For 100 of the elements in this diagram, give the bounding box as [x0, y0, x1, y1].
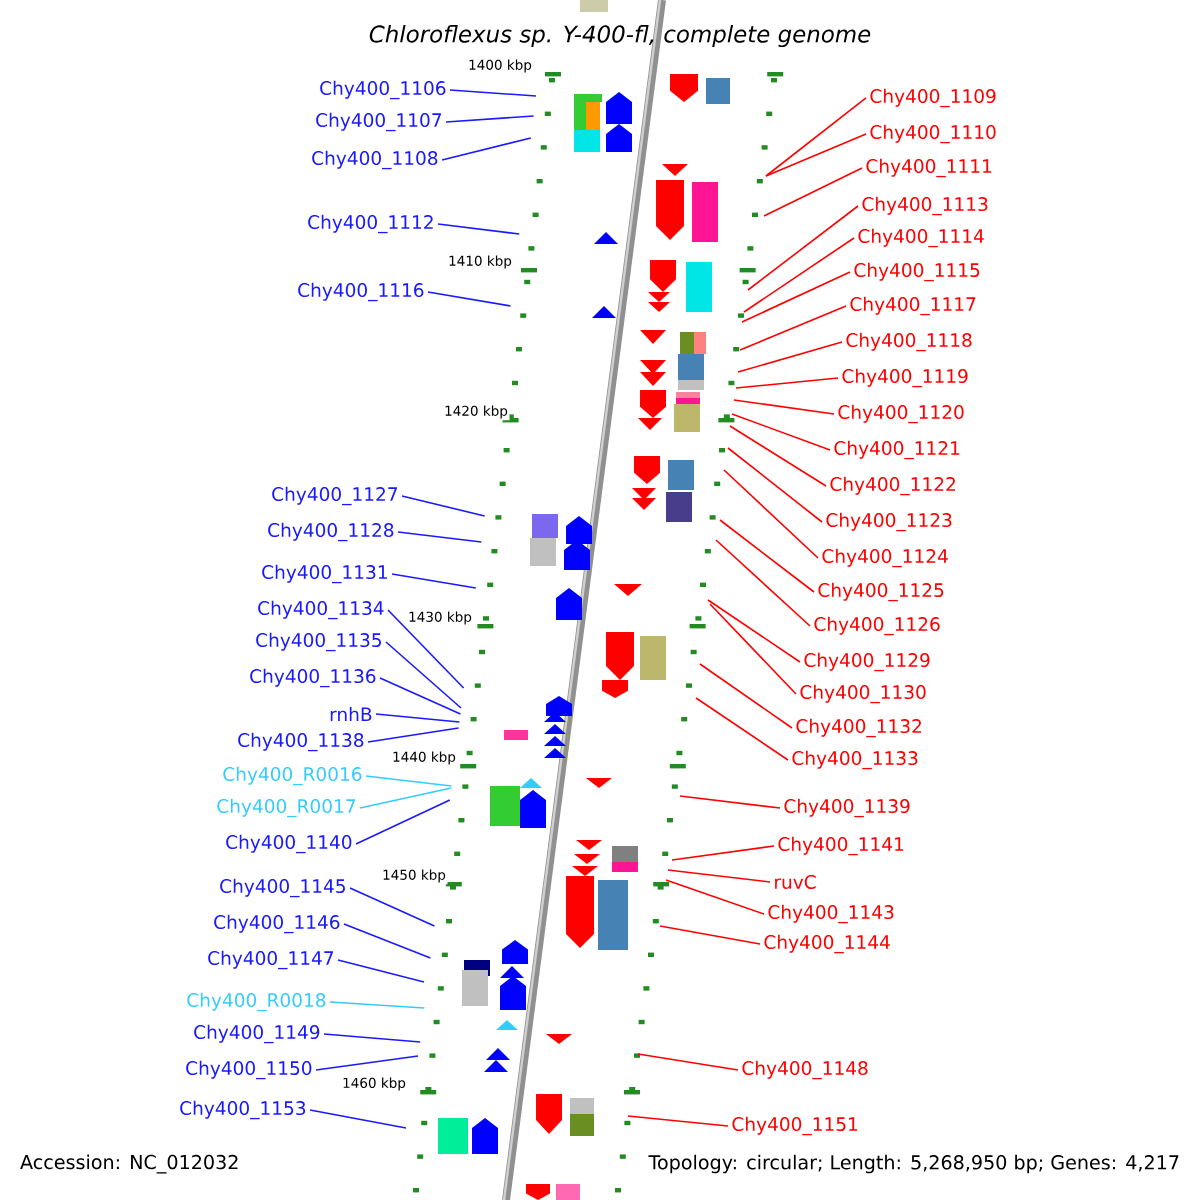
gene-label: Chy400_1136 [250, 668, 376, 688]
leader-line [747, 205, 859, 291]
leader-line [359, 787, 452, 809]
gene-label: Chy400_1133 [792, 750, 918, 770]
leader-line [665, 879, 765, 915]
leader-line [387, 609, 465, 689]
gene-label: Chy400_1118 [846, 332, 972, 352]
leader-line [401, 495, 486, 517]
gene-label: Chy400_1138 [238, 732, 364, 752]
leader-line [397, 531, 483, 543]
leader-line [323, 1033, 421, 1043]
leader-line [349, 887, 436, 927]
gene-label: Chy400_1108 [312, 150, 438, 170]
leader-line [365, 775, 453, 787]
gene-label: Chy400_1143 [768, 904, 894, 924]
leader-line [723, 469, 819, 559]
gene-label: Chy400_1124 [822, 548, 948, 568]
gene-label: Chy400_1111 [866, 158, 992, 178]
gene-label: Chy400_1128 [268, 522, 394, 542]
gene-label: Chy400_1113 [862, 196, 988, 216]
gene-label: Chy400_R0016 [223, 766, 362, 786]
gene-label: Chy400_1147 [208, 950, 333, 970]
gene-label: Chy400_1139 [784, 798, 910, 818]
leader-line [445, 115, 535, 123]
leader-line [379, 677, 462, 715]
gene-label: Chy400_R0017 [217, 798, 355, 818]
gene-label: rnhB [330, 706, 372, 722]
gene-label: Chy400_1129 [804, 652, 930, 672]
leader-line [441, 137, 532, 161]
leader-line [671, 845, 775, 861]
title: Chloroflexus sp. Y-400-fl, complete genome [369, 24, 871, 48]
gene-label: Chy400_1112 [308, 214, 433, 234]
gene-label: Chy400_1116 [298, 282, 424, 302]
leader-line [727, 447, 823, 523]
gene-label: Chy400_1126 [814, 616, 940, 636]
gene-label: Chy400_1131 [262, 564, 387, 584]
leader-line [343, 923, 432, 959]
gene-label: Chy400_1115 [854, 262, 980, 282]
gene-label: Chy400_1132 [796, 718, 921, 738]
leader-line [329, 1001, 425, 1009]
gene-label: Chy400_1149 [194, 1024, 320, 1044]
leader-line [437, 223, 520, 235]
gene-label: Chy400_1153 [180, 1100, 306, 1120]
leader-line [765, 133, 867, 177]
leader-line [375, 713, 461, 723]
leader-line [707, 599, 801, 663]
leader-line [367, 727, 460, 743]
leader-line [729, 425, 827, 487]
leader-line [309, 1109, 407, 1129]
leader-line [735, 377, 839, 389]
leader-line [659, 925, 761, 945]
leader-line [731, 413, 831, 451]
gene-label: Chy400_1145 [220, 878, 345, 898]
genome-info: Accession: NC_012032 [18, 1152, 242, 1176]
gene-label: Chy400_1106 [320, 80, 446, 100]
gene-label: Chy400_1122 [830, 476, 955, 496]
leader-line [699, 663, 793, 729]
gene-label: Chy400_R0018 [187, 992, 326, 1012]
gene-label: Chy400_1110 [870, 124, 996, 144]
leader-line [709, 603, 797, 695]
gene-label: Chy400_1150 [186, 1060, 312, 1080]
leader-line [355, 799, 451, 845]
gene-label: Chy400_1119 [842, 368, 968, 388]
gene-label: Chy400_1141 [778, 836, 904, 856]
gene-label: Chy400_1130 [800, 684, 926, 704]
leader-line [627, 1115, 729, 1127]
leader-line [695, 697, 789, 761]
genome-info: Topology: circular; Length: 5,268,950 bp; Genes: 4,217 [646, 1153, 1182, 1175]
leader-line [667, 869, 771, 883]
gene-label: Chy400_1109 [870, 88, 996, 108]
gene-label: ruvC [775, 875, 816, 889]
gene-label: Chy400_1120 [838, 404, 964, 424]
leader-line [765, 97, 867, 177]
leader-line [741, 271, 851, 323]
gene-label: Chy400_1121 [834, 440, 960, 460]
gene-label: Chy400_1146 [214, 914, 340, 934]
leader-line [719, 519, 815, 593]
leader-line [637, 1053, 739, 1071]
gene-label: Chy400_1135 [256, 632, 381, 652]
gene-label: Chy400_1123 [826, 512, 952, 532]
leader-line [743, 237, 855, 313]
gene-label: Chy400_1117 [850, 296, 976, 316]
gene-label: Chy400_1144 [764, 934, 890, 954]
gene-label: Chy400_1127 [272, 486, 397, 506]
gene-label: Chy400_1107 [316, 112, 441, 132]
leader-line [385, 641, 462, 709]
leader-line [737, 341, 843, 373]
gene-label: Chy400_1134 [258, 600, 384, 620]
gene-label: Chy400_1151 [732, 1116, 858, 1136]
leader-line [739, 305, 847, 351]
gene-label: Chy400_1114 [858, 228, 984, 248]
leader-line [427, 291, 512, 307]
leader-line [391, 573, 477, 589]
leader-line [763, 167, 863, 217]
leader-line [315, 1055, 419, 1071]
leader-line [679, 795, 781, 809]
gene-label: Chy400_1148 [742, 1060, 868, 1080]
leader-line [715, 539, 811, 627]
gene-label: Chy400_1140 [226, 834, 352, 854]
leader-line [733, 399, 835, 415]
